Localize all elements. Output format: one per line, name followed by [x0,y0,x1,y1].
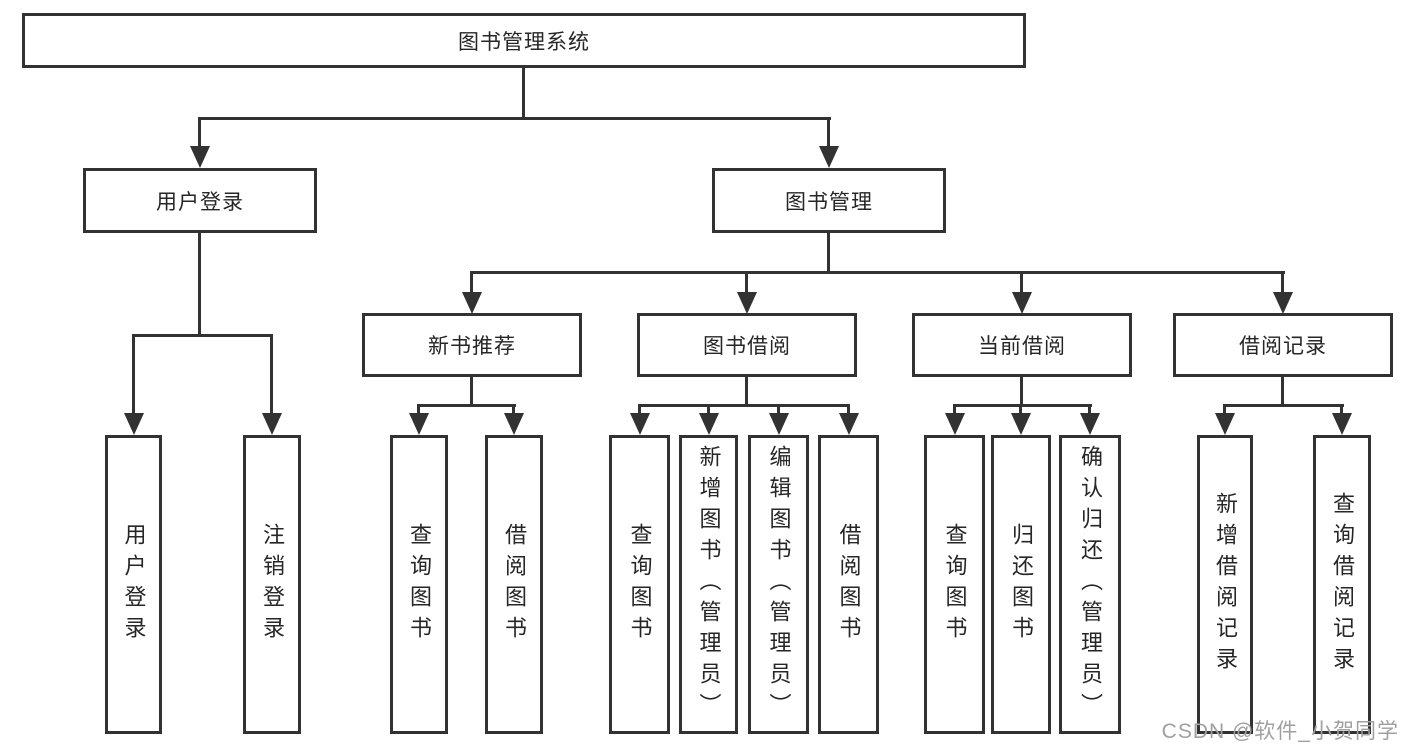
connector-group3-stem [1020,377,1023,407]
connector-drop-leaf [953,404,956,415]
leaf-label: 确认归还（管理员） [1078,445,1103,724]
leaf-borrow-books: 借阅图书 [818,435,879,734]
arrowhead-icon [737,292,757,314]
leaf-label: 新增图书（管理员） [696,445,722,724]
leaf-return-book: 归还图书 [991,435,1051,734]
connector-root-stem [522,66,525,120]
leaf-label: 新增借阅记录 [1213,491,1238,678]
leaf-logout-login: 注销登录 [243,435,301,734]
arrowhead-icon [769,413,789,435]
connector-user-login-bar [132,334,273,337]
arrowhead-icon [1273,292,1293,314]
leaf-label: 查询借阅记录 [1330,491,1355,678]
arrowhead-icon [504,413,524,435]
arrowhead-icon [262,413,282,435]
arrowhead-icon [1332,413,1352,435]
leaf-add-book-admin: 新增图书（管理员） [679,435,738,734]
root-node: 图书管理系统 [22,13,1026,68]
connector-drop-group [1020,271,1023,294]
arrowhead-icon [1012,292,1032,314]
arrowhead-icon [190,146,210,168]
connector-drop-leaf [417,404,420,415]
leaf-label: 编辑图书（管理员） [766,445,792,724]
arrowhead-icon [124,413,144,435]
leaf-edit-book-admin: 编辑图书（管理员） [748,435,809,734]
connector-group2-bar [638,404,850,407]
connector-group4-bar [1223,404,1344,407]
connector-group1-bar [417,404,516,407]
arrowhead-icon [945,413,965,435]
arrowhead-icon [409,413,429,435]
connector-drop-leaf [638,404,641,415]
connector-group1-stem [470,377,473,407]
leaf-label: 用户登录 [121,522,147,647]
leaf-label: 注销登录 [260,522,285,647]
node-book-management: 图书管理 [712,168,946,233]
connector-drop-leaf [707,404,710,415]
connector-drop-leaf [1340,404,1343,415]
leaf-label: 查询图书 [942,522,968,647]
connector-group2-stem [745,377,748,407]
leaf-borrow-books-recommend: 借阅图书 [485,435,543,734]
connector-drop-leaf [1223,404,1226,415]
connector-drop-leaf [1019,404,1022,415]
connector-drop-group [470,271,473,294]
node-user-login: 用户登录 [83,168,317,233]
arrowhead-icon [699,413,719,435]
leaf-label: 查询图书 [407,522,432,647]
leaf-query-books-borrow: 查询图书 [609,435,670,734]
node-current-borrow: 当前借阅 [912,313,1132,377]
connector-drop-book-management [827,117,830,148]
leaf-label: 借阅图书 [836,522,862,647]
connector-book-management-bar [470,271,1285,274]
leaf-label: 借阅图书 [502,522,527,647]
connector-drop-group [1281,271,1284,294]
node-new-book-recommend: 新书推荐 [362,313,582,377]
arrowhead-icon [819,146,839,168]
arrowhead-icon [839,413,859,435]
connector-root-bar [198,117,831,120]
connector-group3-bar [953,404,1092,407]
connector-drop-leaf [777,404,780,415]
connector-drop-group [745,271,748,294]
leaf-user-login: 用户登录 [105,435,162,734]
connector-drop-leaf [512,404,515,415]
connector-drop-leaf [847,404,850,415]
leaf-query-books-current: 查询图书 [924,435,985,734]
leaf-query-borrow-record: 查询借阅记录 [1313,435,1371,734]
node-book-borrow: 图书借阅 [637,313,857,377]
connector-group4-stem [1281,377,1284,407]
node-borrow-records: 借阅记录 [1173,313,1393,377]
leaf-label: 查询图书 [627,522,653,647]
leaf-confirm-return-admin: 确认归还（管理员） [1059,435,1121,734]
arrowhead-icon [1011,413,1031,435]
connector-drop-leaf [132,334,135,415]
leaf-label: 归还图书 [1009,522,1034,647]
leaf-query-books-recommend: 查询图书 [390,435,448,734]
connector-user-login-stem [198,233,201,337]
arrowhead-icon [1080,413,1100,435]
connector-book-management-stem [827,233,830,274]
arrowhead-icon [462,292,482,314]
leaf-add-borrow-record: 新增借阅记录 [1197,435,1253,734]
arrowhead-icon [1215,413,1235,435]
connector-drop-user-login [198,117,201,148]
arrowhead-icon [630,413,650,435]
connector-drop-leaf [270,334,273,415]
connector-drop-leaf [1088,404,1091,415]
csdn-watermark: CSDN @软件_小贺同学 [1161,720,1399,743]
